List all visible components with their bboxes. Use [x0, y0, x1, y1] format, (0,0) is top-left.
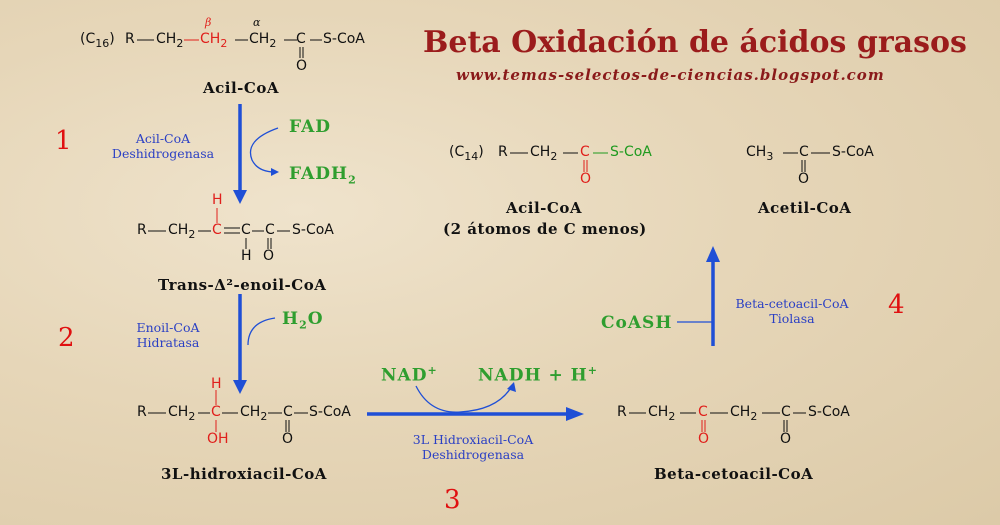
compound-label-acil-coa-short: Acil-CoA [506, 199, 582, 217]
step-number-2: 2 [58, 323, 75, 353]
step-number-1: 1 [55, 126, 72, 156]
trans-enoil-bonds [148, 208, 290, 249]
step-number-4: 4 [888, 290, 905, 320]
compound-note-acil-coa-short: (2 átomos de C menos) [443, 220, 647, 238]
compound-label-acetil-coa: Acetil-CoA [758, 199, 852, 217]
step-number-3: 3 [444, 485, 461, 515]
reagent-nad: NAD+ [381, 364, 438, 386]
reagent-h2o: H2O [282, 309, 324, 332]
acetil-coa-bonds [783, 152, 830, 172]
source-url: www.temas-selectos-de-ciencias.blogspot.… [456, 66, 885, 84]
cetoacil-bonds [629, 412, 806, 432]
alpha-label: α [253, 16, 261, 29]
nad-curve-arrow [415, 385, 513, 413]
compound-label-cetoacil: Beta-cetoacil-CoA [654, 465, 814, 483]
hidroxiacil-bonds [148, 390, 308, 432]
compound-label-hidroxiacil: 3L-hidroxiacil-CoA [161, 465, 327, 483]
beta-label: β [205, 16, 212, 29]
reagent-fadh2: FADH2 [289, 164, 357, 187]
reagent-coash: CoASH [601, 313, 673, 333]
page-title: Beta Oxidación de ácidos grasos [423, 25, 967, 60]
fad-curve-arrow [249, 127, 279, 173]
compound-label-acil-coa: Acil-CoA [203, 79, 279, 97]
acil-coa-short-bonds [510, 152, 608, 172]
compound-label-trans-enoil: Trans-Δ²-enoil-CoA [158, 276, 327, 294]
acil-coa-bonds [137, 39, 322, 58]
h2o-curve-arrow [247, 317, 276, 346]
reagent-nadh: NADH + H+ [478, 364, 598, 386]
reagent-fad: FAD [289, 117, 332, 137]
